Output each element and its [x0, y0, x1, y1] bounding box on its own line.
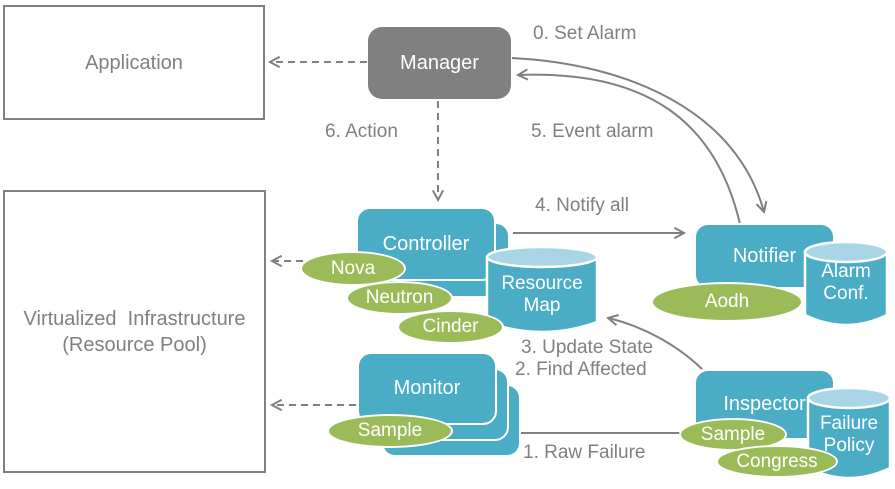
application-label: Application: [85, 51, 183, 74]
congress-label: Congress: [736, 450, 818, 472]
nova-plugin-ellipse: Nova: [300, 251, 406, 286]
flow-label-set-alarm: 0. Set Alarm: [533, 23, 637, 44]
arrow-event-alarm-curve: [515, 68, 741, 225]
neutron-plugin-ellipse: Neutron: [346, 281, 453, 315]
arrow-manager-to-application: [267, 55, 367, 69]
arrow-inspector-to-resource-map: [605, 314, 703, 370]
arrow-notify-all: [513, 226, 687, 240]
aodh-label: Aodh: [704, 291, 750, 312]
virtualized-infrastructure-box: Virtualized Infrastructure (Resource Poo…: [3, 190, 266, 473]
monitor-label: Monitor: [393, 377, 461, 399]
notifier-label: Notifier: [732, 244, 797, 267]
cinder-plugin-ellipse: Cinder: [397, 310, 504, 344]
aodh-plugin-ellipse: Aodh: [651, 282, 803, 322]
alarm-conf-label: Alarm Conf.: [821, 261, 871, 304]
resource-map-cylinder: [485, 245, 599, 334]
inspector-sample-label: Sample: [700, 423, 766, 445]
application-box: Application: [3, 5, 265, 120]
virtualized-infrastructure-label: Virtualized Infrastructure (Resource Poo…: [23, 307, 246, 356]
failure-policy-label: Failure Policy: [819, 413, 879, 456]
arrow-controller-to-infrastructure: [269, 254, 303, 268]
arrow-monitor-to-infrastructure: [269, 398, 356, 412]
cinder-label: Cinder: [422, 316, 479, 337]
monitor-sample-plugin-ellipse: Sample: [327, 414, 453, 448]
resource-map-label: Resource Map: [501, 273, 583, 316]
controller-label: Controller: [382, 232, 470, 255]
flow-label-notify-all: 4. Notify all: [535, 195, 629, 216]
alarm-conf-cylinder: [803, 240, 889, 327]
nova-label: Nova: [330, 257, 376, 279]
inspector-label: Inspector: [723, 393, 806, 415]
arrow-manager-to-controller-action: [431, 101, 445, 203]
arrow-set-alarm-curve: [511, 57, 768, 215]
flow-label-action: 6. Action: [325, 121, 398, 142]
manager-label: Manager: [400, 51, 479, 74]
manager-node: Manager: [368, 27, 511, 99]
neutron-label: Neutron: [365, 287, 434, 308]
flow-label-update-state: 3. Update State: [521, 337, 654, 358]
monitor-sample-label: Sample: [357, 420, 423, 441]
flow-label-find-affected: 2. Find Affected: [515, 359, 647, 380]
congress-plugin-ellipse: Congress: [716, 445, 838, 478]
flow-label-raw-failure: 1. Raw Failure: [523, 442, 646, 463]
flow-label-event-alarm: 5. Event alarm: [531, 121, 654, 142]
